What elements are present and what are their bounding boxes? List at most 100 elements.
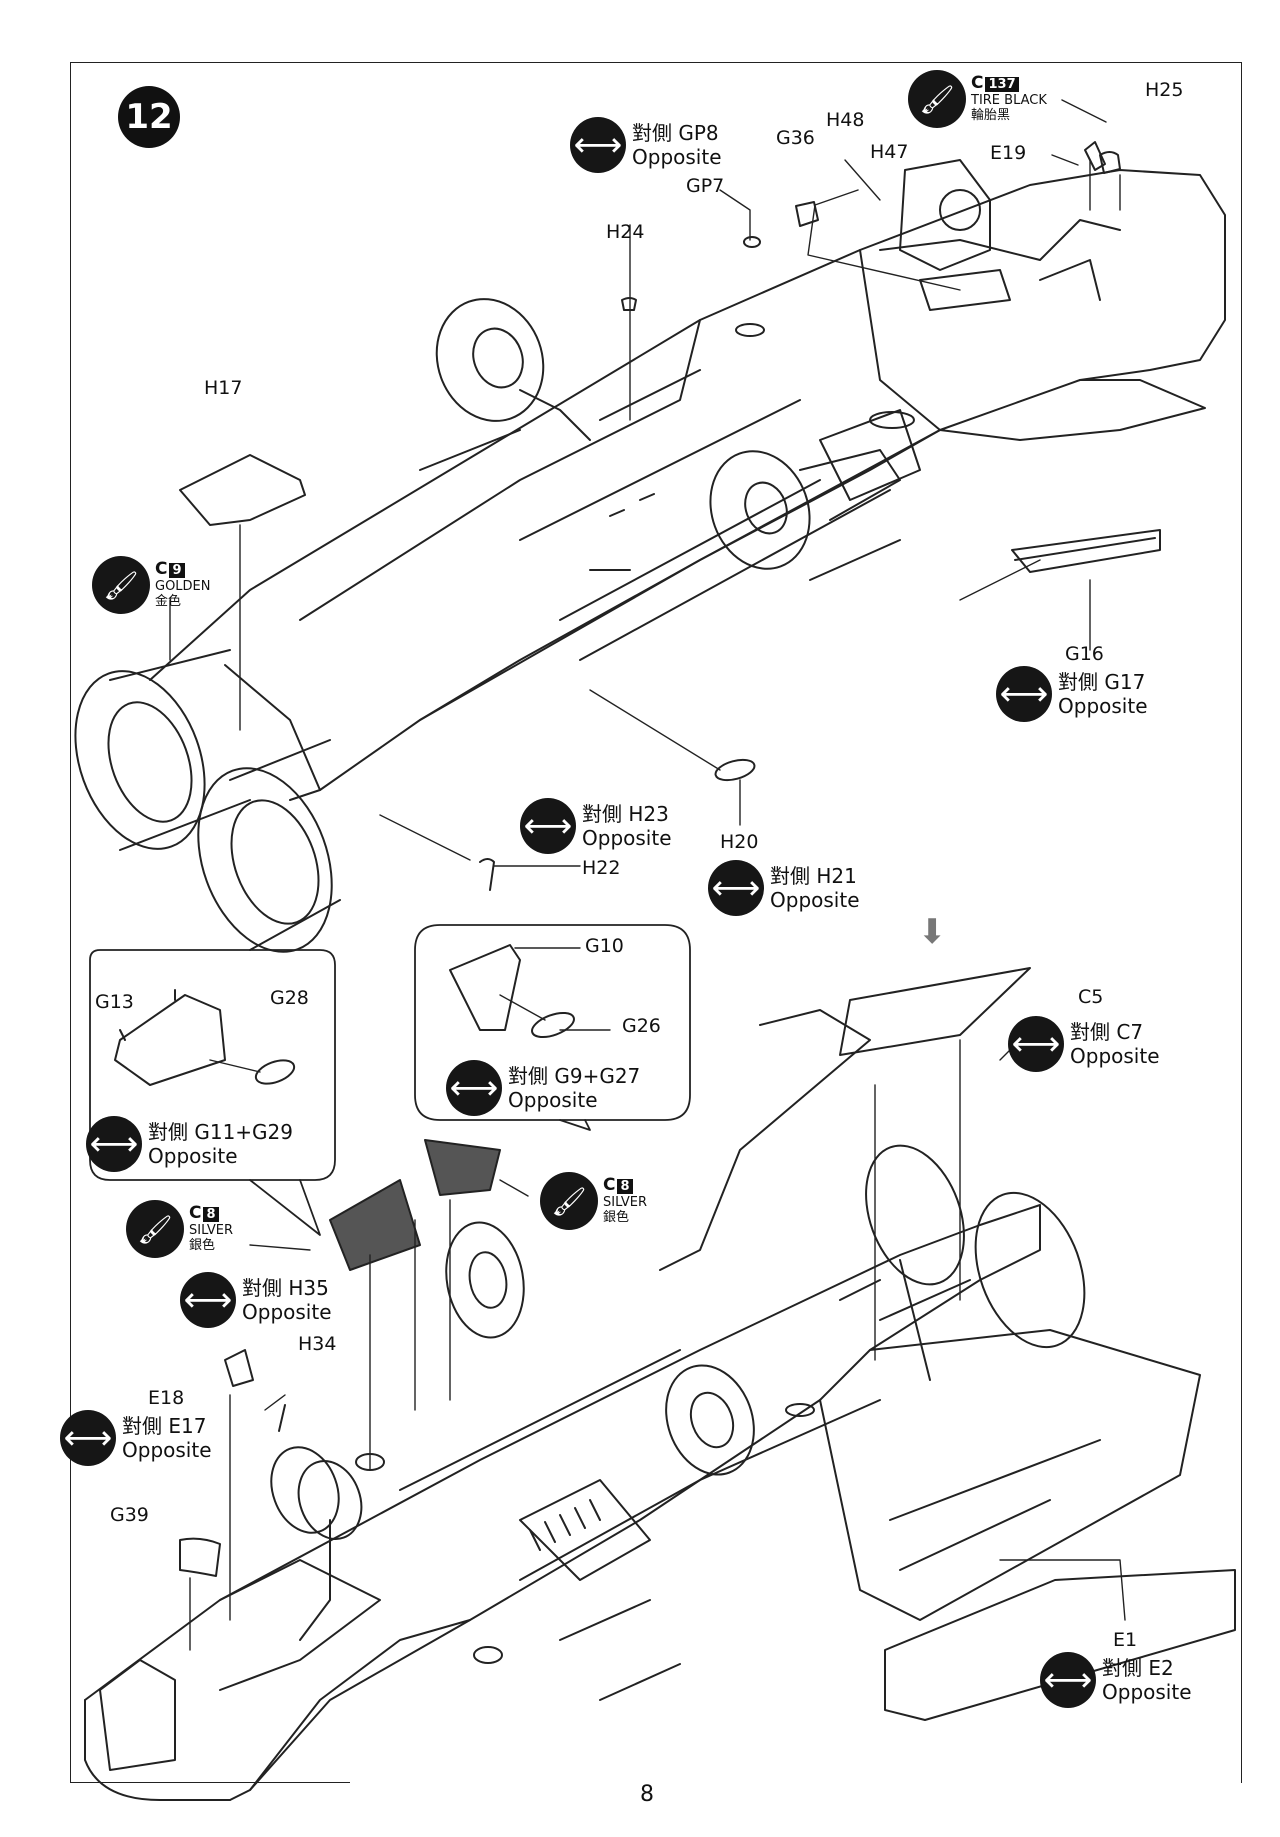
upper-engine-nozzles: [74, 649, 341, 953]
callout-en: Opposite: [1102, 1680, 1192, 1704]
part-label-g36: G36: [776, 127, 815, 149]
callout-en: Opposite: [508, 1088, 598, 1112]
paint-name-en: GOLDEN: [155, 578, 211, 594]
page-number: 8: [640, 1782, 654, 1807]
part-label-g10: G10: [585, 935, 624, 957]
part-label-h34: H34: [298, 1333, 337, 1355]
inset-bubble-center: [414, 924, 691, 1131]
upper-wheels: [435, 159, 991, 570]
callout-en: Opposite: [122, 1438, 212, 1462]
step-number-badge: 12: [118, 86, 180, 148]
part-label-e18: E18: [148, 1387, 185, 1409]
callout-en: Opposite: [148, 1144, 238, 1168]
paint-number: 9: [169, 563, 185, 579]
paint-code: C: [189, 1203, 202, 1224]
down-arrow-icon: ⬇: [918, 912, 947, 952]
part-label-g13: G13: [95, 991, 134, 1013]
callout-cn: 對側 H21: [770, 864, 857, 888]
paint-code: C: [155, 559, 168, 580]
left-right-arrow-icon: ⟷: [570, 117, 626, 173]
upper-loose-parts: [179, 141, 1161, 891]
callout-en: Opposite: [582, 826, 672, 850]
callout-cn: 對側 H35: [242, 1276, 329, 1300]
part-label-g28: G28: [270, 987, 309, 1009]
part-label-h20: H20: [720, 831, 759, 853]
lower-fuselage: [84, 967, 1201, 1801]
upper-fuselage: [149, 169, 1226, 801]
callout-cn: 對側 H23: [582, 802, 669, 826]
part-label-h47: H47: [870, 141, 909, 163]
left-right-arrow-icon: ⟷: [520, 798, 576, 854]
callout-cn: 對側 G9+G27: [508, 1064, 641, 1088]
callout-en: Opposite: [770, 888, 860, 912]
paint-name-en: SILVER: [603, 1194, 648, 1210]
paint-name-zh: 銀色: [189, 1237, 216, 1253]
page-frame-bottom: [70, 1782, 350, 1783]
part-label-h22: H22: [582, 857, 621, 879]
left-right-arrow-icon: ⟷: [180, 1272, 236, 1328]
paint-brush-icon: 🖌: [540, 1172, 598, 1230]
part-label-e1: E1: [1113, 1629, 1138, 1651]
left-right-arrow-icon: ⟷: [446, 1060, 502, 1116]
paint-brush-icon: 🖌: [908, 70, 966, 128]
left-right-arrow-icon: ⟷: [60, 1410, 116, 1466]
paint-name-en: TIRE BLACK: [971, 92, 1047, 108]
left-right-arrow-icon: ⟷: [1040, 1652, 1096, 1708]
paint-name-zh: 金色: [155, 593, 182, 609]
upper-leader-lines: [169, 99, 1121, 867]
paint-number: 137: [985, 77, 1019, 93]
callout-en: Opposite: [1058, 694, 1148, 718]
paint-name-zh: 輪胎黑: [971, 107, 1011, 123]
part-label-h24: H24: [606, 221, 645, 243]
paint-brush-icon: 🖌: [126, 1200, 184, 1258]
paint-code: C: [971, 73, 984, 94]
left-right-arrow-icon: ⟷: [86, 1116, 142, 1172]
callout-cn: 對側 G17: [1058, 670, 1146, 694]
callout-en: Opposite: [1070, 1044, 1160, 1068]
paint-name-en: SILVER: [189, 1222, 234, 1238]
lower-wheels: [270, 1221, 755, 1641]
callout-en: Opposite: [242, 1300, 332, 1324]
callout-cn: 對側 C7: [1070, 1020, 1144, 1044]
part-label-g16: G16: [1065, 643, 1104, 665]
inset-bubble-left: [89, 949, 336, 1236]
callout-cn: 對側 GP8: [632, 121, 719, 145]
paint-number: 8: [617, 1179, 633, 1195]
part-label-c5: C5: [1078, 986, 1104, 1008]
paint-code: C: [603, 1175, 616, 1196]
callout-cn: 對側 G11+G29: [148, 1120, 294, 1144]
callout-cn: 對側 E2: [1102, 1656, 1174, 1680]
paint-brush-icon: 🖌: [92, 556, 150, 614]
part-label-g39: G39: [110, 1504, 149, 1526]
paint-number: 8: [203, 1207, 219, 1223]
paint-name-zh: 銀色: [603, 1209, 630, 1225]
page-frame: [70, 62, 1242, 1783]
part-label-g26: G26: [622, 1015, 661, 1037]
lower-engine-nozzles: [865, 1144, 1086, 1381]
lower-loose-parts: [179, 1139, 1236, 1721]
part-label-h48: H48: [826, 109, 865, 131]
lower-leader-lines: [189, 1019, 1126, 1651]
left-right-arrow-icon: ⟷: [1008, 1016, 1064, 1072]
part-label-gp7: GP7: [686, 175, 725, 197]
left-right-arrow-icon: ⟷: [708, 860, 764, 916]
callout-cn: 對側 E17: [122, 1414, 207, 1438]
left-right-arrow-icon: ⟷: [996, 666, 1052, 722]
part-label-h17: H17: [204, 377, 243, 399]
